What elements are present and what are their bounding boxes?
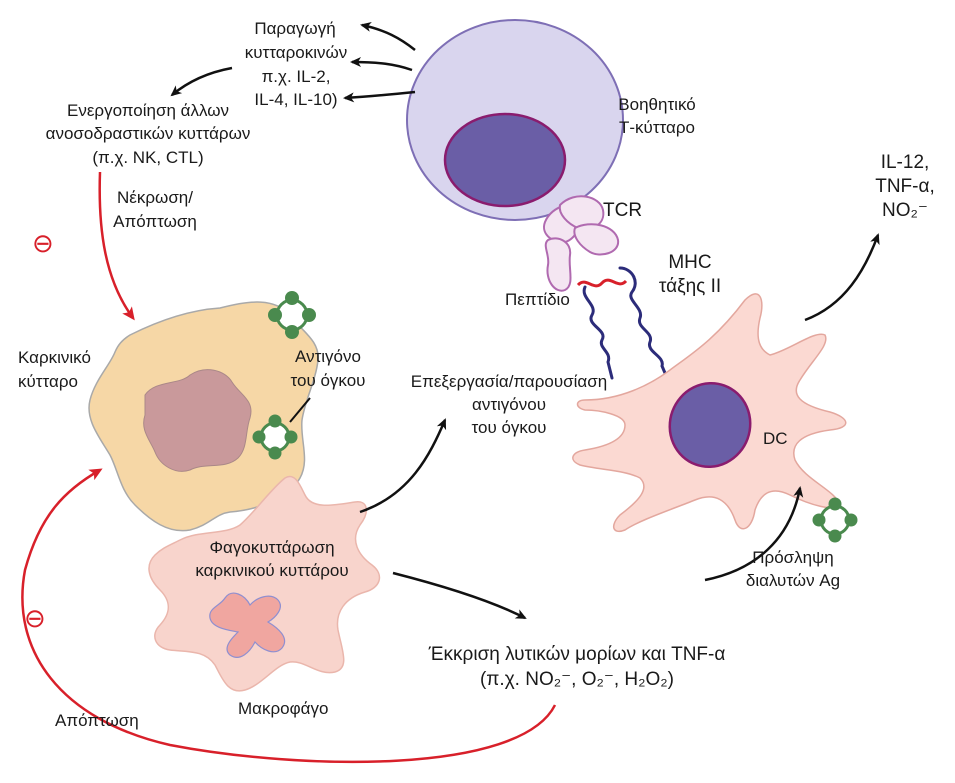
arrow-cytokines-2	[350, 57, 413, 72]
arrow-il12	[804, 233, 880, 322]
macrophage	[148, 475, 381, 692]
arrow-necrosis	[98, 171, 135, 321]
tumor-antigen-icon-membrane	[252, 414, 298, 460]
svg-text:Αντιγόνο: Αντιγόνο	[295, 347, 361, 366]
svg-text:Βοηθητικό: Βοηθητικό	[618, 95, 695, 114]
svg-text:Επεξεργασία/παρουσίαση: Επεξεργασία/παρουσίαση	[411, 372, 607, 391]
svg-text:Ενεργοποίηση άλλων: Ενεργοποίηση άλλων	[67, 101, 229, 120]
minus-sign-top: ⊖	[32, 228, 54, 258]
arrow-apoptosis	[21, 468, 557, 764]
svg-text:Παραγωγή: Παραγωγή	[254, 19, 335, 38]
svg-text:NO₂⁻: NO₂⁻	[882, 200, 928, 221]
macrophage-nucleus	[209, 592, 286, 658]
label-dc: DC	[763, 429, 788, 448]
t-cell-nucleus	[443, 112, 567, 208]
svg-text:κυτταροκινών: κυτταροκινών	[245, 43, 348, 62]
svg-text:MHC: MHC	[668, 252, 711, 273]
mhc-class-ii	[582, 266, 670, 382]
arrow-cytokines-3	[343, 90, 416, 103]
svg-text:διαλυτών Ag: διαλυτών Ag	[746, 571, 840, 590]
svg-text:καρκινικού κυττάρου: καρκινικού κυττάρου	[195, 561, 348, 580]
svg-text:TNF-α,: TNF-α,	[875, 176, 935, 197]
svg-text:Έκκριση λυτικών μορίων και TNF: Έκκριση λυτικών μορίων και TNF-α	[428, 644, 726, 665]
label-apoptosis: Απόπτωση	[55, 711, 139, 730]
label-phagocytosis: Φαγοκυττάρωση καρκινικού κυττάρου	[195, 538, 348, 580]
label-peptide: Πεπτίδιο	[505, 290, 570, 309]
svg-text:π.χ. IL-2,: π.χ. IL-2,	[262, 67, 331, 86]
label-tumor-cell: Καρκινικό κύτταρο	[18, 348, 91, 391]
svg-text:του όγκου: του όγκου	[291, 371, 366, 390]
label-cytokines: Παραγωγή κυτταροκινών π.χ. IL-2, IL-4, I…	[245, 19, 348, 109]
label-helper-t: Βοηθητικό Τ-κύτταρο	[618, 95, 695, 137]
arrow-secretion	[392, 571, 527, 620]
label-tcr: TCR	[603, 200, 642, 221]
svg-text:αντιγόνου: αντιγόνου	[472, 395, 546, 414]
label-activation: Ενεργοποίηση άλλων ανοσοδραστικών κυττάρ…	[46, 101, 251, 167]
svg-text:Πρόσληψη: Πρόσληψη	[752, 548, 833, 567]
svg-text:(π.χ. NK, CTL): (π.χ. NK, CTL)	[92, 148, 203, 167]
label-il12: IL-12, TNF-α, NO₂⁻	[875, 152, 935, 221]
minus-sign-bottom: ⊖	[24, 603, 46, 633]
svg-text:Τ-κύτταρο: Τ-κύτταρο	[619, 118, 695, 137]
svg-text:τάξης II: τάξης II	[659, 276, 721, 297]
svg-text:Απόπτωση: Απόπτωση	[113, 212, 197, 231]
helper-t-cell	[406, 19, 624, 221]
svg-text:IL-4, IL-10): IL-4, IL-10)	[254, 90, 337, 109]
label-necrosis: Νέκρωση/ Απόπτωση	[113, 188, 197, 231]
label-tumor-antigen: Αντιγόνο του όγκου	[291, 347, 366, 390]
svg-text:(π.χ. NO₂⁻, O₂⁻, H₂O₂): (π.χ. NO₂⁻, O₂⁻, H₂O₂)	[480, 669, 674, 690]
dendritic-cell	[572, 293, 847, 532]
tumor-antigen-icon-top	[268, 291, 316, 339]
peptide-chain	[576, 278, 628, 288]
antigen-pointer-line	[289, 397, 311, 423]
svg-text:Καρκινικό: Καρκινικό	[18, 348, 91, 367]
svg-text:κύτταρο: κύτταρο	[18, 372, 78, 391]
label-secretion: Έκκριση λυτικών μορίων και TNF-α (π.χ. N…	[428, 644, 726, 690]
arrow-cytokines-1	[360, 22, 416, 51]
svg-text:IL-12,: IL-12,	[881, 152, 930, 173]
label-macrophage: Μακροφάγο	[238, 699, 328, 718]
svg-text:Νέκρωση/: Νέκρωση/	[117, 188, 193, 207]
tumor-nucleus	[143, 369, 252, 472]
label-mhc: MHC τάξης II	[659, 252, 721, 297]
svg-text:Φαγοκυττάρωση: Φαγοκυττάρωση	[209, 538, 334, 557]
soluble-antigen-icon	[812, 497, 858, 543]
svg-text:ανοσοδραστικών κυττάρων: ανοσοδραστικών κυττάρων	[46, 124, 251, 143]
arrow-processing	[359, 418, 447, 514]
label-processing: Επεξεργασία/παρουσίαση αντιγόνου του όγκ…	[411, 372, 607, 437]
svg-text:του όγκου: του όγκου	[472, 418, 547, 437]
arrow-uptake	[704, 486, 804, 582]
label-uptake: Πρόσληψη διαλυτών Ag	[746, 548, 840, 590]
red-inhibit-arrows	[21, 171, 557, 764]
dc-nucleus	[668, 381, 752, 469]
macrophage-body	[148, 475, 381, 692]
arrow-activation	[170, 66, 233, 97]
arrows	[170, 22, 880, 620]
tcr-receptor	[543, 195, 620, 292]
